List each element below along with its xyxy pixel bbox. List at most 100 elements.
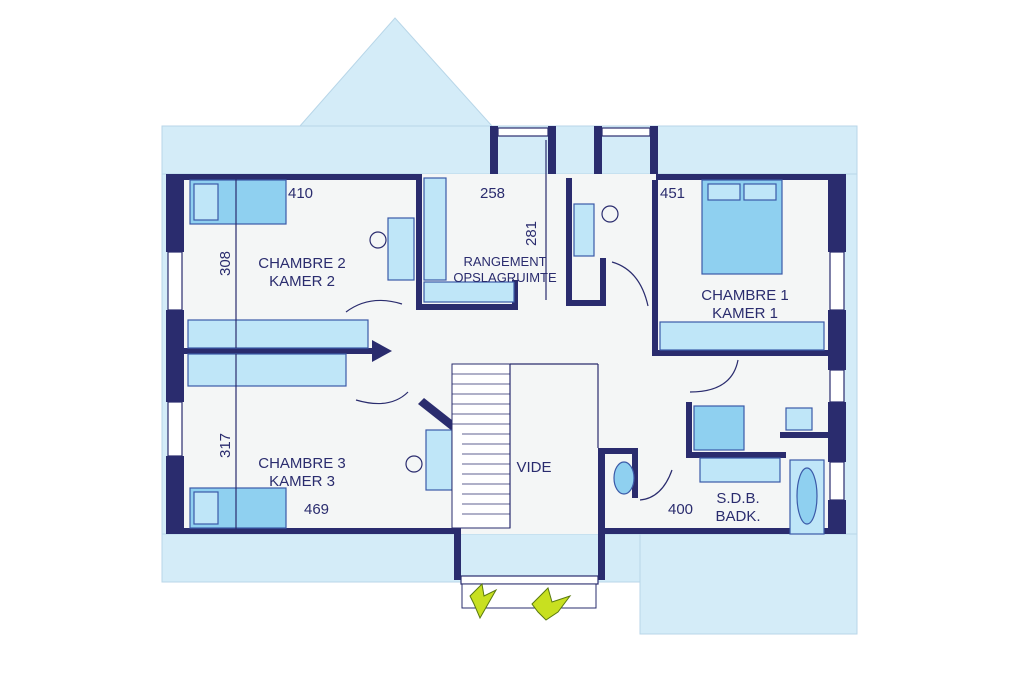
- label-sdb-nl: BADK.: [715, 508, 760, 525]
- label-chambre3-fr: CHAMBRE 3: [258, 455, 346, 472]
- wall-top-right: [656, 174, 828, 180]
- dimension-lines: [235, 140, 547, 534]
- wardrobe-upper: [187, 319, 369, 349]
- dim-308: 308: [217, 251, 234, 276]
- roof-gable-triangle: [298, 17, 494, 127]
- chambre2-furniture: [189, 179, 415, 281]
- pillow-chambre3: [193, 491, 219, 525]
- wardrobes-central: [187, 319, 369, 387]
- closet-stool: [601, 205, 619, 223]
- wall-closet-right: [600, 258, 606, 306]
- door-swing-wc: [639, 469, 673, 501]
- balcony-plants: [461, 582, 597, 621]
- label-chambre1-fr: CHAMBRE 1: [701, 287, 789, 304]
- roof-bottom-right-extension: [639, 533, 858, 635]
- dim-451: 451: [660, 185, 685, 202]
- bathtub-basin: [796, 467, 818, 525]
- toilet: [613, 461, 635, 495]
- wall-wc-top: [598, 448, 638, 454]
- sink-top-right: [785, 407, 813, 431]
- double-sink: [699, 457, 781, 483]
- wall-ch2-ch3-tip: [372, 340, 392, 362]
- wall-left-mid: [166, 310, 184, 402]
- chambre1-furniture: [659, 179, 825, 351]
- chair-chambre2: [369, 231, 387, 249]
- pillow-chambre2: [193, 183, 219, 221]
- door-swing-bath: [689, 359, 739, 393]
- closet-furniture: [573, 203, 619, 257]
- staircase: [451, 363, 599, 529]
- wall-top-left: [184, 174, 420, 180]
- shower: [693, 405, 745, 451]
- wall-storage-left: [416, 174, 422, 310]
- wall-right-mid: [828, 310, 846, 370]
- dim-469: 469: [304, 501, 329, 518]
- wall-ch1-bottom: [652, 350, 828, 356]
- plant-left: [469, 582, 498, 620]
- stair-stringer: [451, 363, 511, 529]
- label-rangement-fr: RANGEMENT: [463, 254, 546, 269]
- wall-closet-bottom: [566, 300, 606, 306]
- window-right-3: [829, 461, 845, 501]
- dim-317: 317: [217, 433, 234, 458]
- pillow-chambre1-right: [743, 183, 777, 201]
- desk-chambre2: [387, 217, 415, 281]
- door-swing-ch2: [345, 299, 403, 313]
- wardrobe-lower: [187, 353, 347, 387]
- wall-ch1-left: [652, 180, 658, 356]
- wall-bottom-right: [605, 528, 828, 534]
- dim-400: 400: [668, 501, 693, 518]
- storage-shelf-vertical: [423, 177, 447, 281]
- dim-258: 258: [480, 185, 505, 202]
- wall-bottom-left: [184, 528, 454, 534]
- label-chambre2-fr: CHAMBRE 2: [258, 255, 346, 272]
- chair-chambre3: [405, 455, 423, 473]
- wall-right-low: [828, 402, 846, 462]
- wall-top-center-2: [548, 126, 556, 174]
- plant-right: [531, 587, 572, 621]
- wall-top-center-4: [650, 126, 658, 174]
- storage-shelf-horizontal: [423, 281, 515, 303]
- closet-shelf: [573, 203, 595, 257]
- label-chambre2-nl: KAMER 2: [269, 273, 335, 290]
- window-top-1: [497, 127, 549, 137]
- wall-storage-bottom: [416, 304, 516, 310]
- wall-bath-top: [686, 452, 786, 458]
- storage-furniture: [423, 177, 515, 303]
- wall-left-top: [166, 174, 184, 252]
- wall-stair-right: [598, 448, 605, 580]
- window-top-2: [601, 127, 651, 137]
- pillow-chambre1-left: [707, 183, 741, 201]
- wall-ch2-ch3-divider: [184, 348, 384, 354]
- windows: [167, 127, 845, 585]
- stair-treads: [452, 373, 510, 515]
- wall-left-bottom: [166, 456, 184, 534]
- window-left-2: [167, 401, 183, 457]
- wall-bath-left: [686, 402, 692, 456]
- wall-right-top: [828, 174, 846, 252]
- bathroom-fixtures: [613, 405, 825, 535]
- walls: [166, 126, 846, 580]
- wall-closet-left: [566, 178, 572, 306]
- label-rangement-nl: OPSLAGRUIMTE: [453, 270, 557, 285]
- window-right-2: [829, 369, 845, 403]
- door-swings: [345, 261, 739, 501]
- chambre3-furniture: [189, 429, 453, 529]
- dim-281: 281: [523, 221, 540, 246]
- window-balcony: [460, 575, 599, 585]
- label-vide: VIDE: [516, 459, 551, 476]
- wall-top-center: [490, 126, 498, 174]
- wall-right-bottom: [828, 500, 846, 534]
- wall-top-center-3: [594, 126, 602, 174]
- label-chambre1-nl: KAMER 1: [712, 305, 778, 322]
- window-right-1: [829, 251, 845, 311]
- window-left-1: [167, 251, 183, 311]
- label-sdb-fr: S.D.B.: [716, 490, 759, 507]
- dim-410: 410: [288, 185, 313, 202]
- door-swing-ch1: [611, 261, 649, 307]
- label-chambre3-nl: KAMER 3: [269, 473, 335, 490]
- door-swing-ch3: [355, 391, 409, 405]
- wall-stair-angled: [418, 398, 462, 434]
- wall-bath-mid: [780, 432, 828, 438]
